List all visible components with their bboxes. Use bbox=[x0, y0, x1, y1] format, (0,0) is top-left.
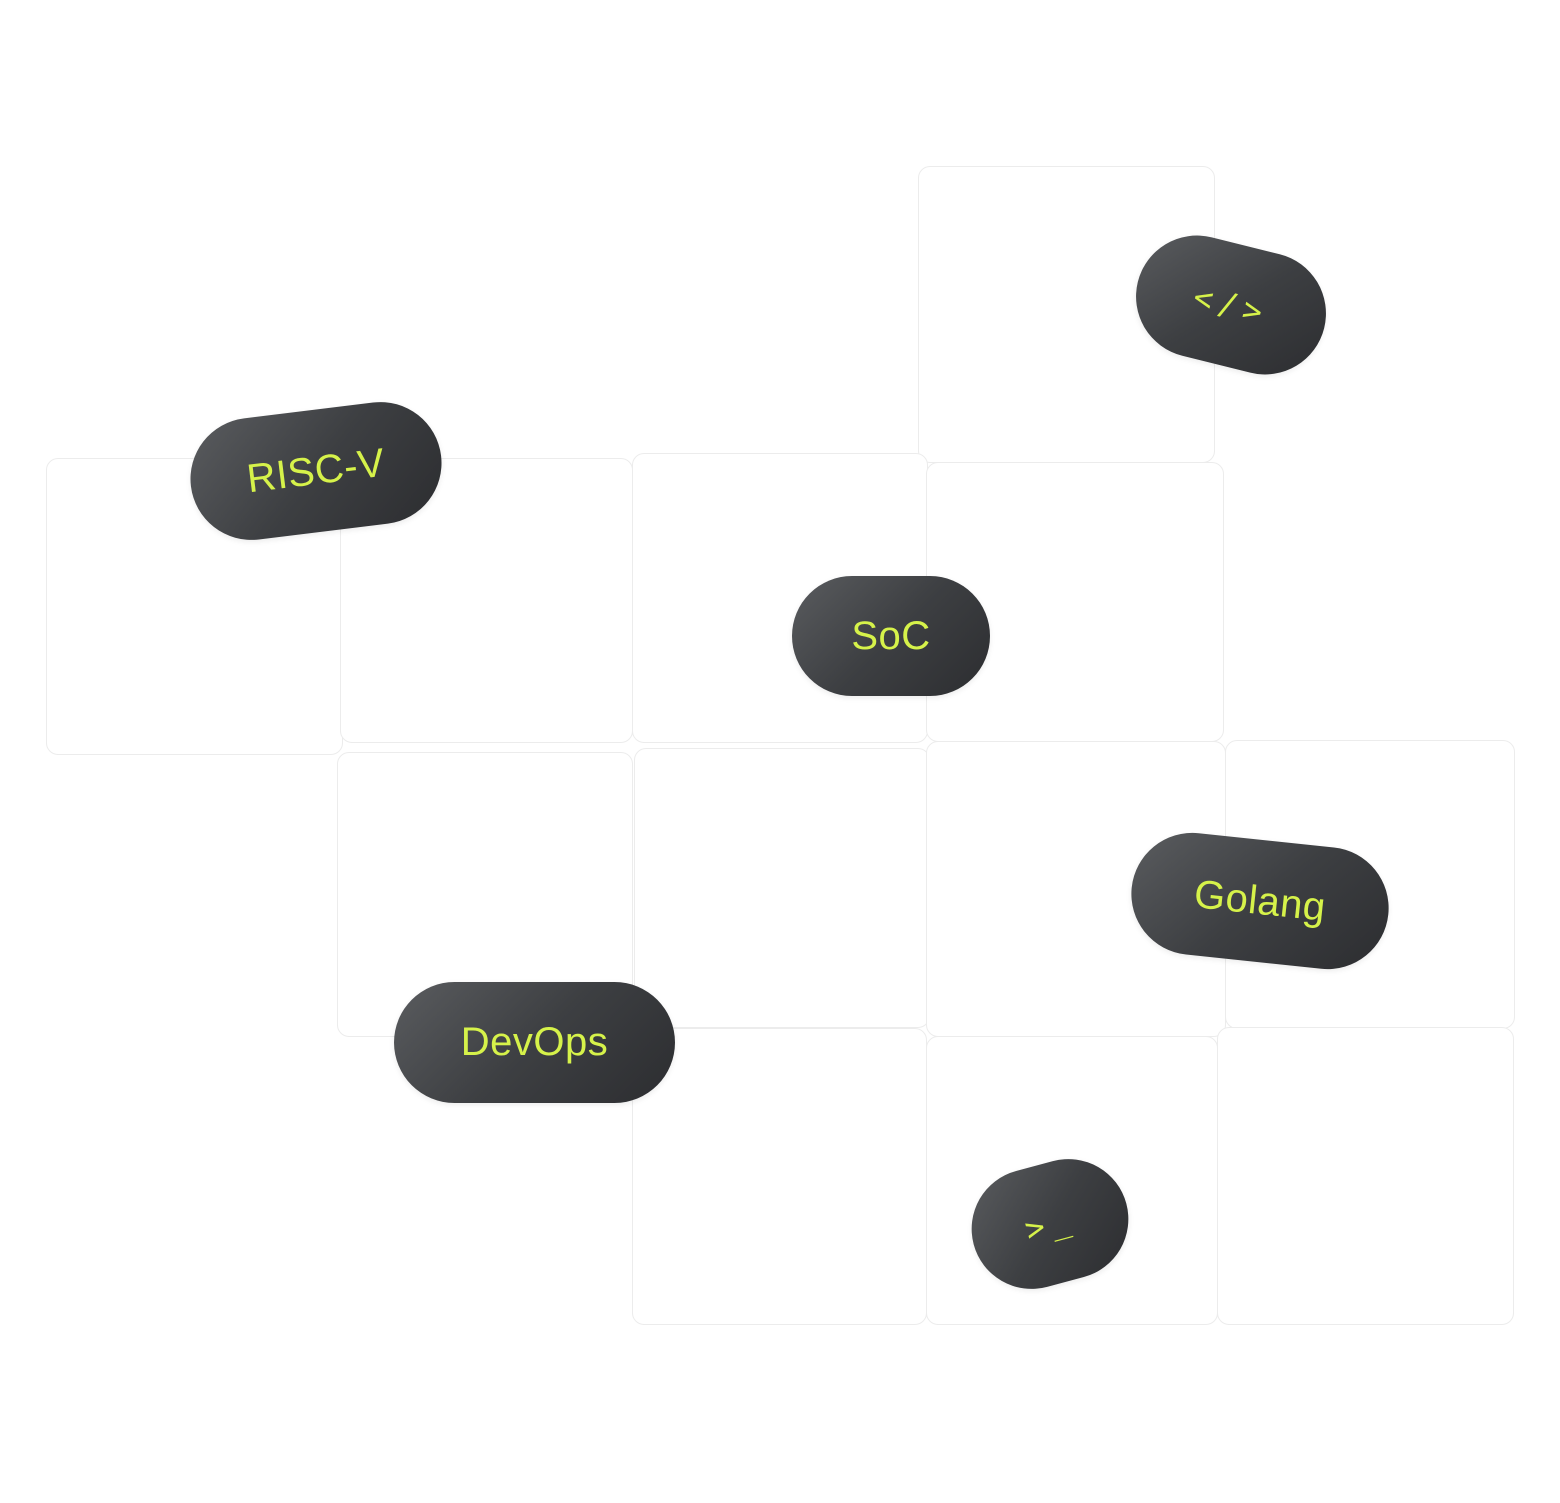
grid-tile bbox=[632, 1028, 927, 1325]
tag-golang-label: Golang bbox=[1192, 871, 1328, 930]
tag-riscv-label: RISC-V bbox=[244, 440, 388, 501]
grid-tile bbox=[1217, 1027, 1514, 1325]
tag-devops: DevOps bbox=[394, 982, 675, 1103]
grid-tile bbox=[634, 748, 930, 1028]
code-brackets-icon: </> bbox=[1189, 277, 1273, 333]
tag-soc: SoC bbox=[792, 576, 990, 696]
tag-devops-label: DevOps bbox=[460, 1020, 609, 1064]
tag-soc-label: SoC bbox=[851, 613, 931, 658]
terminal-prompt-icon: >_ bbox=[1020, 1199, 1080, 1249]
